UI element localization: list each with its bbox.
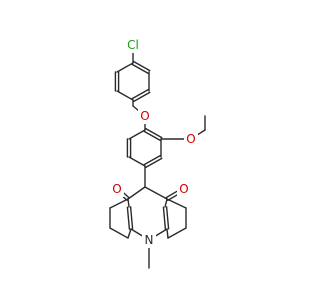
single-bond-line (164, 198, 168, 208)
ketone-oxygen-left-bg (110, 181, 124, 197)
nitrogen-atom-bg (142, 232, 156, 248)
double-bond-line (133, 91, 151, 103)
double-bond-line (131, 63, 149, 75)
molecule-diagram: Cl O O O O N (109, 37, 206, 269)
single-bond-line (116, 90, 134, 101)
chlorine-atom-label: Cl (127, 38, 139, 52)
bond-layer (109, 51, 206, 269)
single-bond-line (127, 198, 130, 208)
ethoxy-oxygen-bg (184, 131, 198, 147)
ketone-oxygen-right-label: O (179, 182, 188, 196)
single-bond-line (127, 186, 146, 200)
chlorine-atom-bg (123, 37, 143, 53)
ether-oxygen-label: O (140, 109, 149, 123)
single-bond-line (154, 228, 168, 238)
single-bond-line (167, 227, 187, 239)
single-bond-line (127, 228, 132, 239)
ketone-oxygen-right-bg (177, 181, 191, 197)
double-bond-line (143, 154, 161, 166)
single-bond-line (144, 186, 168, 200)
single-bond-line (166, 228, 169, 239)
double-bond-line (145, 157, 163, 169)
nitrogen-atom-label: N (145, 233, 154, 247)
ethoxy-oxygen-label: O (186, 132, 195, 146)
single-bond-line (128, 156, 146, 167)
double-bond-line (145, 127, 163, 139)
ketone-oxygen-left-label: O (112, 182, 121, 196)
double-bond-line (126, 206, 131, 230)
single-bond-line (109, 198, 129, 209)
double-bond-line (122, 191, 130, 199)
ether-oxygen-bg (138, 108, 152, 124)
single-bond-line (130, 228, 144, 238)
double-bond-line (167, 193, 180, 202)
double-bond-line (133, 60, 151, 72)
single-bond-line (116, 62, 134, 73)
double-bond-line (129, 206, 134, 230)
double-bond-line (143, 130, 161, 142)
atom-label-layer: Cl O O O O N (110, 37, 198, 248)
single-bond-line (196, 129, 206, 136)
double-bond-line (165, 190, 178, 199)
single-bond-line (166, 198, 187, 209)
single-bond-line (128, 129, 146, 140)
double-bond-line (162, 206, 167, 230)
double-bond-line (131, 88, 149, 100)
single-bond-line (109, 227, 129, 239)
double-bond-line (165, 206, 170, 230)
